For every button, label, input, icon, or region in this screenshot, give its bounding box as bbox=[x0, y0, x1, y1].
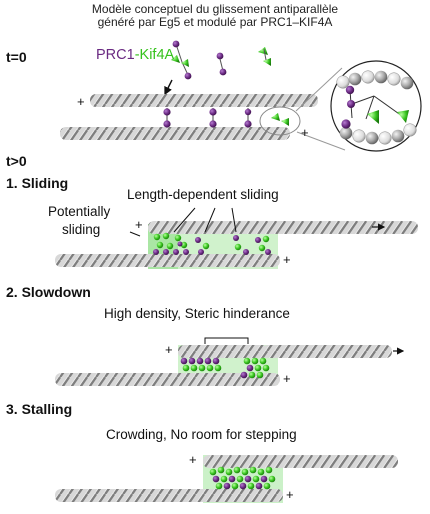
legend-prc1: PRC1 bbox=[96, 47, 135, 63]
plus-end-marker: + bbox=[286, 487, 294, 502]
potentially-line-1: Potentially bbox=[48, 204, 111, 219]
microtubule-bottom bbox=[55, 373, 280, 386]
plus-end-marker: + bbox=[77, 94, 85, 109]
dense-motors bbox=[180, 357, 270, 379]
microtubule-bottom bbox=[55, 489, 283, 502]
stalling-heading: 3. Stalling bbox=[6, 401, 73, 417]
overlap-bracket bbox=[204, 337, 249, 344]
microtubule-top bbox=[148, 221, 418, 234]
plus-end-marker: + bbox=[189, 452, 197, 467]
zoom-region bbox=[259, 106, 301, 136]
sliding-heading: 1. Sliding bbox=[6, 175, 69, 191]
stalling-caption: Crowding, No room for stepping bbox=[106, 427, 297, 442]
potentially-line-2: sliding bbox=[62, 222, 101, 237]
microtubule-top bbox=[90, 94, 318, 107]
stalling-panel bbox=[55, 455, 398, 503]
microtubule-top bbox=[178, 345, 268, 358]
protein-legend: PRC1-Kif4A bbox=[96, 47, 174, 63]
t0-panel bbox=[60, 40, 422, 152]
free-prc1-kif4a-complex bbox=[171, 40, 271, 80]
crowded-motors bbox=[209, 466, 276, 490]
sliding-panel bbox=[55, 207, 418, 269]
plus-end-marker: + bbox=[283, 371, 291, 386]
t0-label: t=0 bbox=[6, 49, 27, 65]
slowdown-caption: High density, Steric hinderance bbox=[104, 306, 290, 321]
legend-separator: - bbox=[134, 47, 140, 63]
microtubule-bottom bbox=[55, 254, 280, 267]
binding-arrow bbox=[164, 79, 173, 96]
slowdown-panel bbox=[55, 337, 405, 386]
sliding-motors bbox=[153, 232, 271, 255]
figure-title-line-2: généré par Eg5 et modulé par PRC1–KIF4A bbox=[97, 15, 333, 29]
microtubule-bottom bbox=[60, 127, 290, 140]
plus-end-marker: + bbox=[283, 252, 291, 267]
zoom-inset bbox=[330, 60, 422, 152]
plus-end-marker: + bbox=[135, 217, 143, 232]
bound-crosslinkers bbox=[163, 108, 289, 128]
plus-end-marker: + bbox=[301, 125, 309, 140]
legend-kif4a: Kif4A bbox=[139, 47, 175, 63]
potentially-sliding-label: Potentially sliding bbox=[48, 203, 110, 239]
length-dependent-label: Length-dependent sliding bbox=[127, 187, 279, 202]
t-gt-0-label: t>0 bbox=[6, 153, 27, 169]
plus-end-marker: + bbox=[165, 342, 173, 357]
slowdown-heading: 2. Slowdown bbox=[6, 284, 91, 300]
microtubule-top bbox=[203, 455, 398, 468]
figure-title-line-1: Modèle conceptuel du glissement antipara… bbox=[91, 2, 339, 16]
